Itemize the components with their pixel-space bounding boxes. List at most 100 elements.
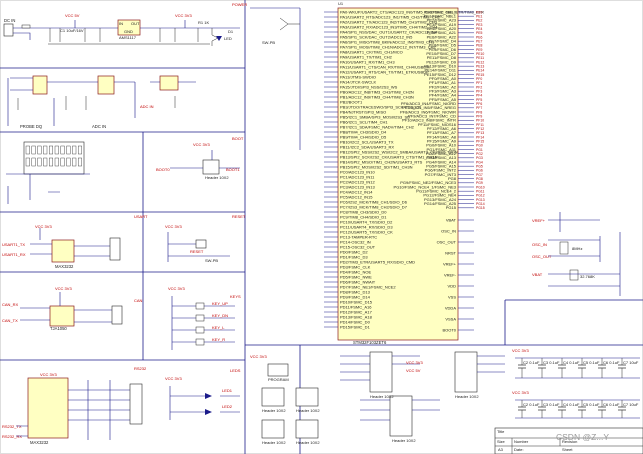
mcu-left-pin-label: PA13/JTMS-SWDIO [340,74,376,79]
title-block-size: Size [497,439,506,444]
mcu-right-net-label: PF0 [476,77,482,81]
mcu-left-pin-label: PD10/FSMC_D15 [340,299,373,304]
exp-header-2-label: Header 10X2 [455,394,479,399]
res-r1-label: R1 1K [198,20,209,25]
mcu-left-pin-label: PD12/FSMC_A17 [340,309,373,314]
boot-header-pin [77,157,82,167]
mcu-right-pin-label: PG2/FSMC_A12 [426,151,457,156]
can-vcc-label: VCC 3V3 [55,286,72,291]
mcu-right-net-label: PG13 [476,198,485,202]
key-sw-label: SW-PB [205,258,218,263]
cap-label: C7 10uF [623,402,639,407]
cap-label: C5 0.1uF [583,360,600,365]
net-label-adc: ADC IN [140,104,154,109]
mcu-right-pin-label: PG9/FSMC_NE2/FSMC_NCE3 [400,180,457,185]
mcu-right-net-label: PE0 [476,10,483,14]
mcu-left-pin-label: PA11/USART1_CTS/CAN_RX/TIM1_CH4/USBDM [340,64,430,69]
mcu-right-net-label: PF10 [476,119,484,123]
net-led2: LED2 [222,404,233,409]
mcu-left-pin-label: PC0/ADC123_IN10 [340,169,375,174]
mcu-right-pin-label: PE5/FSMC_A21 [427,30,457,35]
mcu-left-pin-label: PC11/USART4_RX/SDIO_D3 [340,224,393,229]
mcu-power-pin-label: VDDA [445,305,456,310]
dc-jack [3,23,14,37]
key-button [195,314,205,322]
mcu-left-pin-label: PA2/USART2_TX/ADC123_IN2/TIM5_CH3/TIM2_C… [340,19,438,24]
mcu-left-pin-label: PA14/JTCK-SWCLK [340,79,376,84]
mcu-left-pin-label: PB12/SPI2_NSS/I2S2_WS/I2C2_SMBA/USART3_C… [340,149,458,154]
jtag-label-b: Header 10X2 [296,408,320,413]
mcu-power-pins: VBATOSC_INOSC_OUTNRSTVREF+VREF-VDDVSSVDD… [437,217,474,332]
mcu-body [337,7,459,341]
mcu-right-net-label: PG10 [476,185,485,189]
max3232-chip [51,239,75,263]
mcu-right-net-label: PE10 [476,52,484,56]
boot-header-pin [25,145,30,155]
mcu-power-pin-label: OSC_OUT [437,239,457,244]
exp-vcc5-label: VCC 5V [406,368,421,373]
cap-label: C3 0.1uF [543,360,560,365]
mcu-left-pin-label: PB6/I2C1_SCL/TIM4_CH1 [340,119,388,124]
cap-label: C6 0.1uF [603,360,620,365]
net-boot0: BOOT0 [156,167,170,172]
mcu-right-pin-label: PF6/ADC3_IN4/FSMC_NIORD [401,101,456,106]
mcu-left-pin-label: PA0-WKUP/USART2_CTS/ADC123_IN0/TIM5_CH1/… [340,9,484,14]
mcu-ref: U1 [338,1,344,6]
mcu-left-pin-label: PB5/I2C1_SMBA/SPI3_MOSI/I2S3_SD [340,114,410,119]
mcu-right-net-label: PF6 [476,102,482,106]
adc-chip [97,75,115,95]
rs232-vcc-label: VCC 3V3 [40,372,57,377]
mcu-right-pin-label: PE6/FSMC_A22 [427,34,457,39]
mcu-left-pin-label: PB9/TIM4_CH4/SDIO_D5 [340,134,387,139]
cap-label: C6 0.1uF [603,402,620,407]
vcc5v-label: VCC 5V [65,13,80,18]
mcu-name: STM32F103ZET6 [353,340,387,345]
mcu-left-pin-label: PC13-TAMPER-RTC [340,234,377,239]
mcu-left-pin-label: PD14/FSMC_D0 [340,319,371,324]
net-rs232-rx: RS232_RX [2,434,22,439]
boot-header-pin [31,157,36,167]
probe-adc-section: PROBE DQ ADC IN ADC IN [7,75,196,129]
mcu-left-pin-label: PB15/SPI2_MOSI/I2S2_SD/TIM1_CH3N [340,164,413,169]
mcu-left-pin-label: PA5/SPI1_SCK/DAC_OUT2/ADC12_IN5 [340,34,413,39]
mcu-right-pin-label: PE12/FSMC_D9 [426,59,456,64]
mcu-right-pin-label: PG12/FSMC_NE4 [423,193,456,198]
net-boot1: BOOT1 [226,167,240,172]
exp-vcc-label: VCC 3V3 [406,360,423,365]
ams1117-regulator [117,19,141,36]
net-adc-in: ADC IN [92,124,106,129]
mcu-right-pin-label: PE2/FSMC_A23 [427,18,457,23]
reset-section: RESET VCC 3V3 RESET SW-PB [165,214,246,263]
mcu-right-pin-label: PG13/FSMC_A24 [424,197,457,202]
net-osc-out: OSC_OUT [532,254,552,259]
leds-vcc-label: VCC 3V3 [165,376,182,381]
cap-label: C7 10uF [623,360,639,365]
mcu-right-net-label: PF4 [476,94,482,98]
mcu-right-pin-label: PE9/FSMC_D6 [429,47,457,52]
mcu-right-net-label: PG3 [476,156,483,160]
mcu-left-pin-label: PC2/ADC123_IN12 [340,179,375,184]
key-button [195,326,205,334]
net-led1: LED1 [222,388,233,393]
crystal-rtc [569,269,579,281]
mcu-power-pin-label: NRST [445,250,456,255]
boot-header-pin [54,145,59,155]
mcu-right-pin-label: PF15/FSMC_A9 [427,138,457,143]
key-net-label: KEY_UP [212,301,228,306]
jtag-label-d: Header 10X2 [296,440,320,445]
crystal-8mhz-label: 8MHz [572,246,582,251]
mcu-right-net-label: PG1 [476,148,483,152]
mcu-right-pin-label: PG1/FSMC_A11 [427,147,457,152]
keys-vcc-label: VCC 3V3 [168,286,185,291]
boot-header-pin [37,145,42,155]
mcu-right-net-label: PE4 [476,27,483,31]
mcu-left-pin-label: PC1/ADC123_IN11 [340,174,375,179]
net-vref: VREF+ [532,218,546,223]
boot-pin-grid [25,145,82,167]
mcu-left-pin-label: PC15-OSC32_OUT [340,244,376,249]
mcu-left-pin-label: PC10/USART4_TX/SDIO_D2 [340,219,393,224]
mcu-right-net-label: PG14 [476,202,485,206]
section-title-can: CAN [134,298,143,303]
